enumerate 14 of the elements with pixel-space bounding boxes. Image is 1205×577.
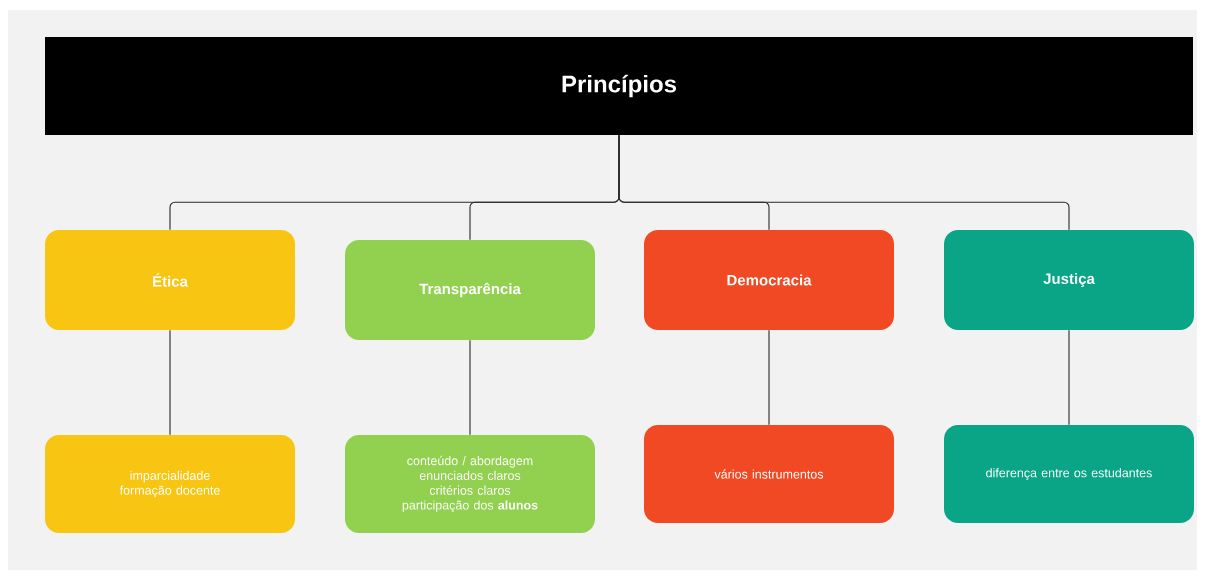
connector-line bbox=[618, 134, 1070, 231]
category-box: Ética bbox=[45, 230, 295, 330]
connector-line bbox=[1068, 329, 1070, 426]
category-box: Justiça bbox=[944, 230, 1194, 330]
detail-box: imparcialidade formação docente bbox=[45, 435, 295, 533]
detail-box: conteúdo / abordagem enunciados claros critérios claros participação dos alunos bbox=[345, 435, 595, 533]
detail-box: diferença entre os estudantes bbox=[944, 425, 1194, 523]
detail-box: vários instrumentos bbox=[644, 425, 894, 523]
category-box: Transparência bbox=[345, 240, 595, 340]
category-box: Democracia bbox=[644, 230, 894, 330]
title-bar: Princípios bbox=[45, 37, 1193, 135]
connector-line bbox=[768, 329, 770, 426]
connector-line bbox=[169, 329, 171, 436]
connector-line bbox=[469, 339, 471, 436]
